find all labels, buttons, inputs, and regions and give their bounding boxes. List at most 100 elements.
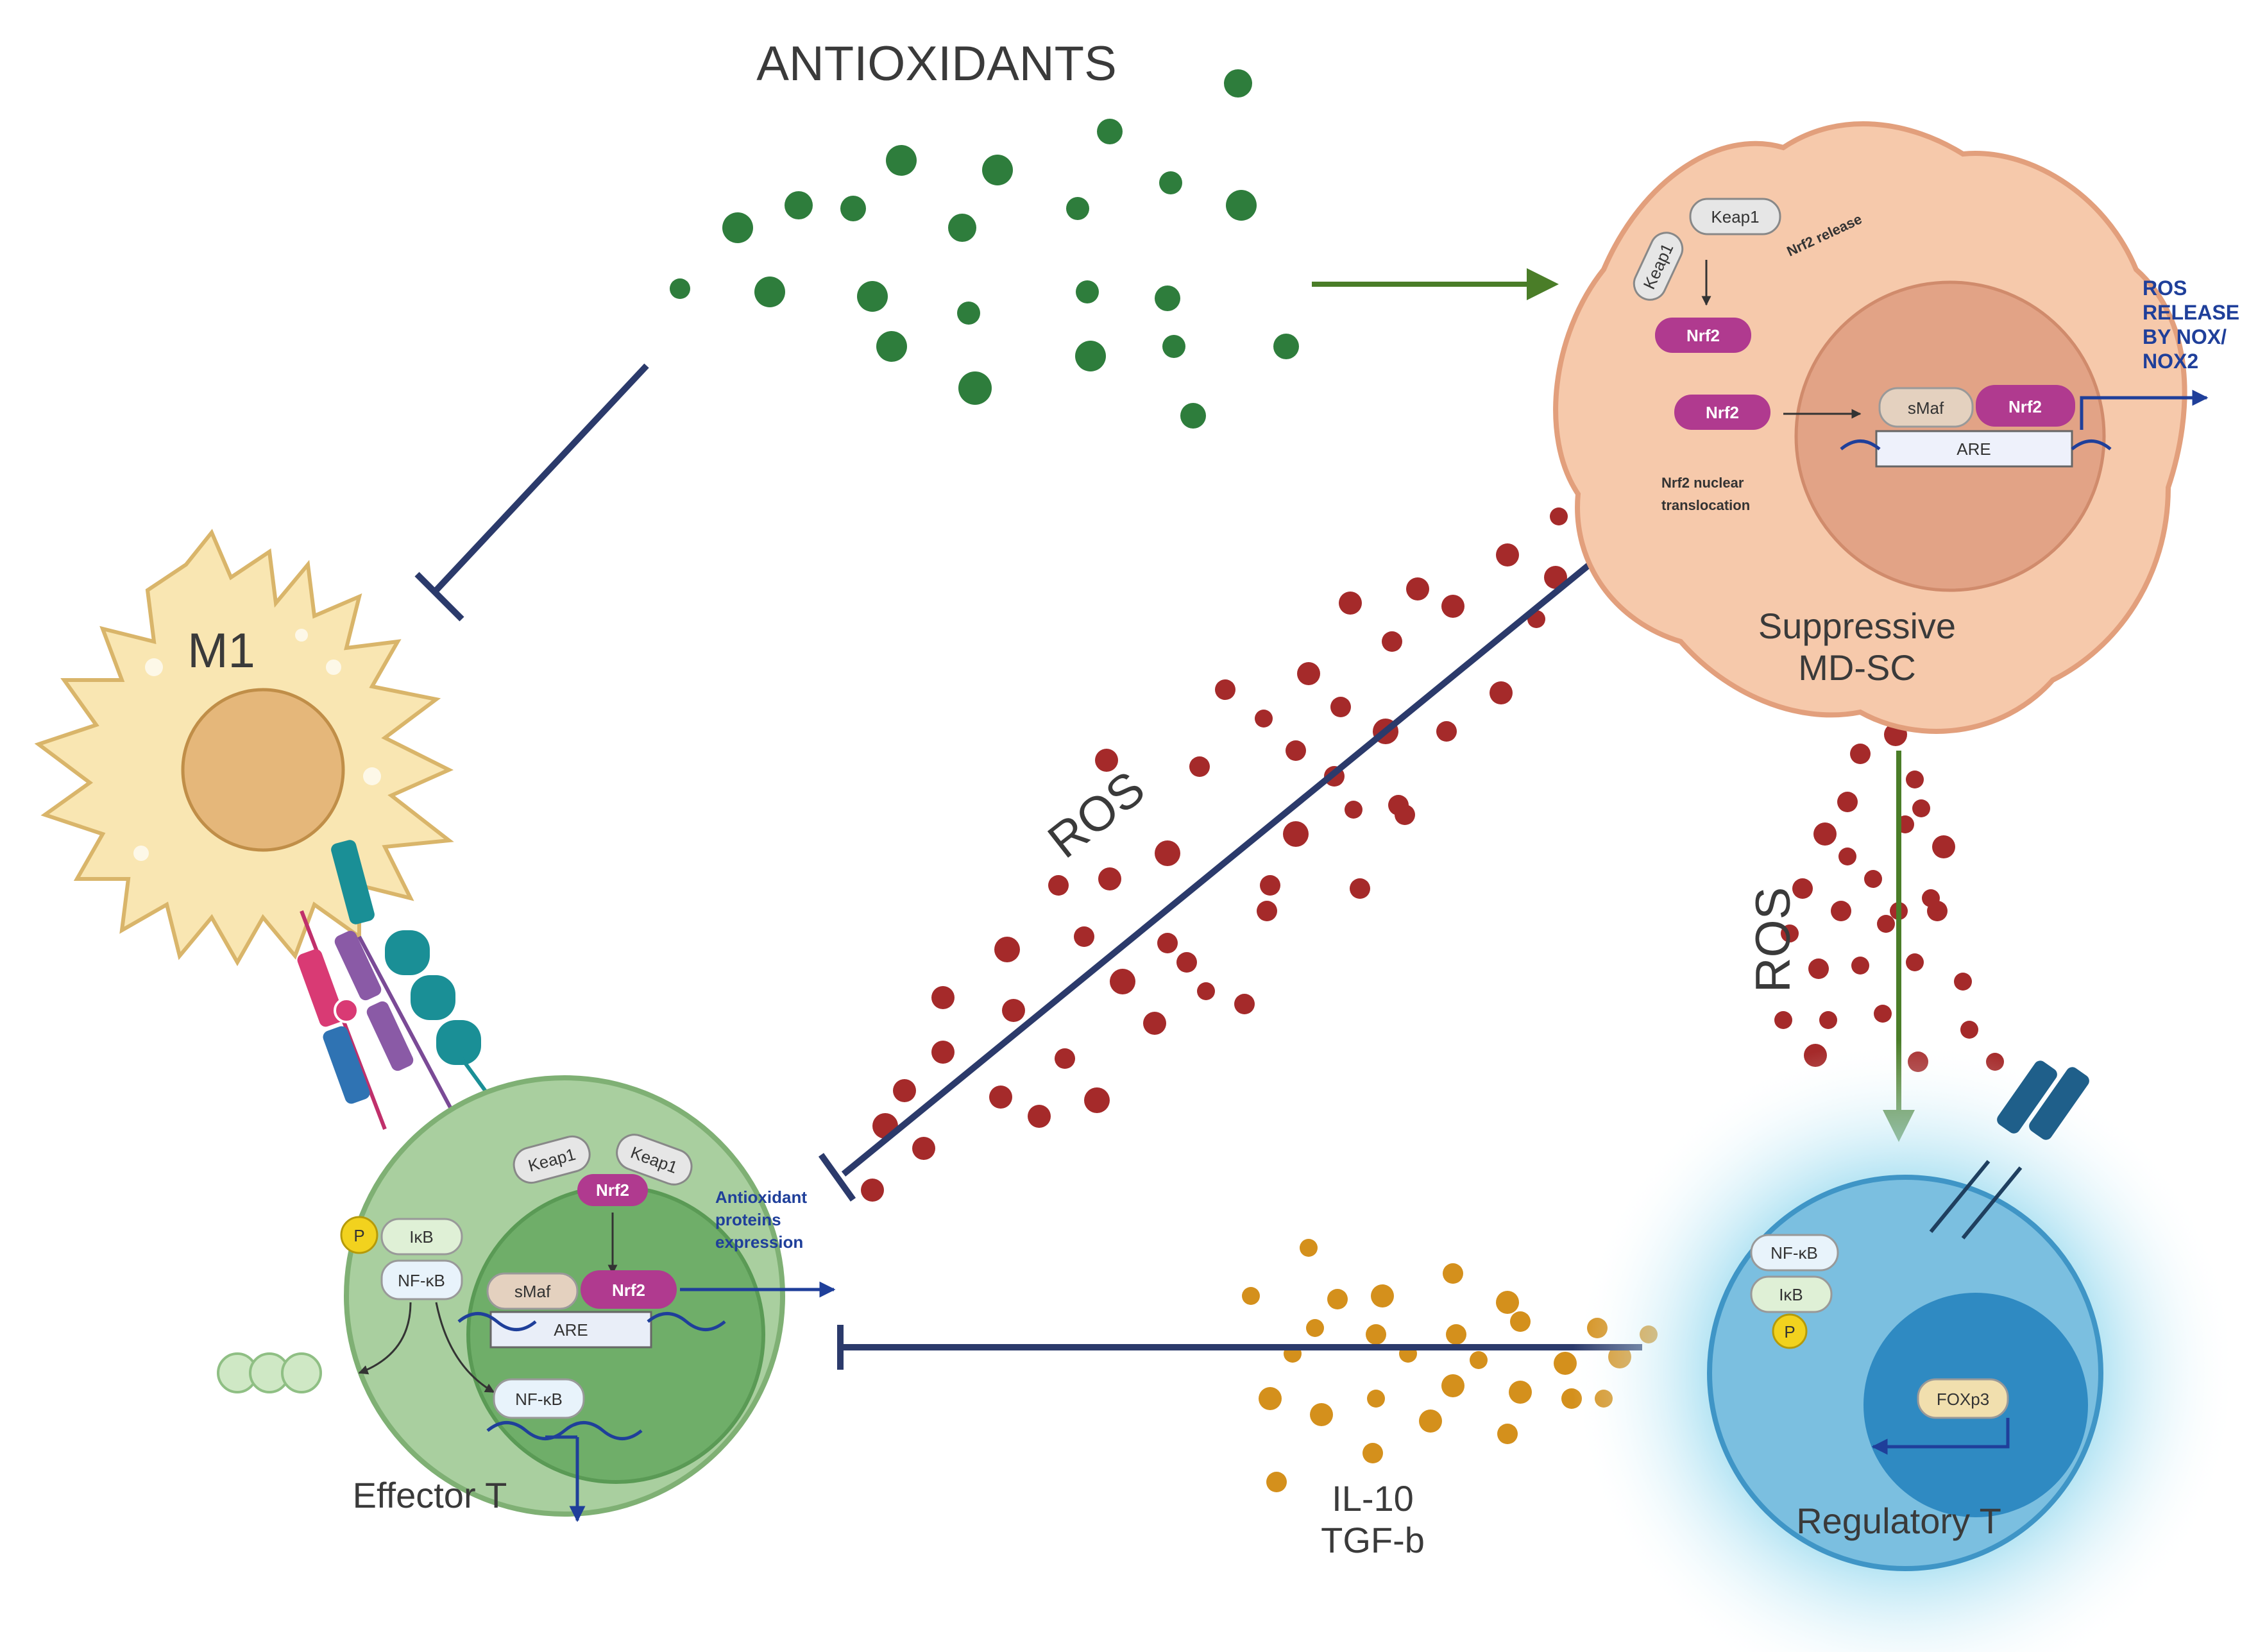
ros-dot [1176, 952, 1197, 973]
mdsc-nrf2-top: Nrf2 [1686, 326, 1720, 345]
antioxidant-dot [670, 278, 690, 299]
antioxidant-dot [948, 214, 976, 242]
m1-macrophage: M1 [34, 529, 454, 967]
effector-smaf: sMaf [514, 1282, 551, 1301]
ros-dot [1048, 875, 1069, 896]
antioxidant-dot [958, 371, 992, 405]
ros-dot [1877, 915, 1895, 933]
cytokine-dot [1306, 1319, 1324, 1337]
tgfb-label: TGF-b [1321, 1520, 1425, 1560]
antioxidant-dot [1162, 335, 1185, 358]
ros-dot [1490, 681, 1513, 704]
cytokine-dot [1446, 1324, 1466, 1345]
cytokine-dot [1371, 1284, 1394, 1307]
antioxidant-dot [1273, 334, 1299, 359]
mdsc-smaf: sMaf [1908, 398, 1944, 418]
ros-dot [1157, 933, 1178, 953]
mdsc-nrf2-nuclear-line1: Nrf2 nuclear [1661, 475, 1744, 491]
effector-nrf2-cyto: Nrf2 [596, 1180, 629, 1200]
cytokine-dot [1310, 1403, 1333, 1426]
ros-dot [1395, 805, 1415, 825]
cytokine-dot [1242, 1287, 1260, 1305]
ros-dot [1255, 710, 1273, 728]
cytokine-dot [1441, 1374, 1464, 1397]
cytokine-dot [1327, 1289, 1348, 1309]
antioxidant-dot [1224, 69, 1252, 98]
ros-dot [1095, 749, 1118, 772]
ros-dot [1286, 740, 1306, 761]
effector-nrf2-nucleus: Nrf2 [612, 1281, 645, 1300]
ros-dot [1002, 999, 1025, 1022]
ros-dot [1851, 957, 1869, 975]
effector-ikb: IκB [409, 1227, 434, 1247]
effector-nfkb-cyto: NF-κB [398, 1271, 445, 1290]
ros-dot [1155, 840, 1180, 866]
effector-are: ARE [554, 1320, 588, 1340]
suppressive-label-line1: Suppressive [1758, 606, 1956, 646]
ros-dot [1792, 878, 1813, 899]
ros-dot [1496, 543, 1519, 566]
cytokine-dot [1509, 1381, 1532, 1404]
cytokine-dot [1300, 1239, 1318, 1257]
ros-dot [1028, 1105, 1051, 1128]
treg-ikb: IκB [1779, 1285, 1803, 1304]
ros-dot [1234, 994, 1255, 1014]
ros-dot [1406, 577, 1429, 600]
treg-foxp3: FOXp3 [1937, 1390, 1989, 1409]
receptor-complex [297, 840, 515, 1130]
ros-dot [1906, 771, 1924, 788]
antioxidant-dot [1076, 280, 1099, 303]
il10-label: IL-10 [1332, 1478, 1414, 1519]
suppressive-label-line2: MD-SC [1798, 647, 1916, 688]
cytokine-dot [1443, 1263, 1463, 1284]
mdsc-are: ARE [1957, 439, 1991, 459]
mdsc-nrf2-nucleus: Nrf2 [2008, 397, 2042, 416]
antioxidant-dot [754, 277, 785, 307]
ros-dot [1774, 1011, 1792, 1029]
treg-p-marker: P [1784, 1322, 1795, 1341]
ros-dot [1932, 835, 1955, 858]
ros-dot [1260, 875, 1280, 896]
ros-dot [1257, 901, 1277, 921]
ros-dot [1189, 756, 1210, 777]
ros-label-diagonal: ROS [1038, 761, 1155, 869]
ros-dot [1074, 926, 1094, 947]
ros-release-line2: RELEASE [2143, 301, 2239, 324]
cytokine-dot [1554, 1352, 1577, 1375]
ros-dot [1084, 1087, 1110, 1113]
ros-dot [1838, 847, 1856, 865]
ros-dot [1813, 822, 1837, 846]
ros-dot [1864, 870, 1882, 888]
ros-particles-vertical [1774, 694, 2004, 1072]
ros-dot [1215, 679, 1235, 700]
ros-dot [1874, 1005, 1892, 1023]
antioxidant-dot [1159, 171, 1182, 194]
ros-dot [1197, 982, 1215, 1000]
ros-dot [1954, 973, 1972, 991]
antioxidant-expression-line2: proteins [715, 1210, 781, 1229]
ros-dot [912, 1137, 935, 1160]
ros-dot [1345, 801, 1362, 819]
ros-dot [931, 986, 955, 1009]
antioxidant-dot [876, 331, 907, 362]
antioxidant-expression-line1: Antioxidant [715, 1188, 807, 1207]
cytokine-dot [1366, 1324, 1386, 1345]
ros-dot [1283, 821, 1309, 847]
antioxidant-dot [982, 155, 1013, 185]
ros-dot [861, 1179, 884, 1202]
ros-dot [1960, 1021, 1978, 1039]
ros-particles-diagonal [861, 507, 1568, 1202]
ros-dot [1382, 631, 1402, 652]
ros-dot [1837, 792, 1858, 812]
inhibition-line-antioxidants-m1 [414, 363, 649, 622]
ros-dot [1927, 901, 1948, 921]
ros-label-vertical: ROS [1746, 887, 1801, 993]
ros-dot [1808, 958, 1829, 979]
antioxidants-label: ANTIOXIDANTS [756, 37, 1117, 91]
inhibition-line-ros-effector [818, 556, 1600, 1202]
cytokine-dot [1510, 1311, 1531, 1332]
antioxidant-dot [1226, 190, 1257, 221]
cytokine-dot [1470, 1351, 1488, 1369]
mdsc-keap1-b: Keap1 [1711, 207, 1759, 226]
